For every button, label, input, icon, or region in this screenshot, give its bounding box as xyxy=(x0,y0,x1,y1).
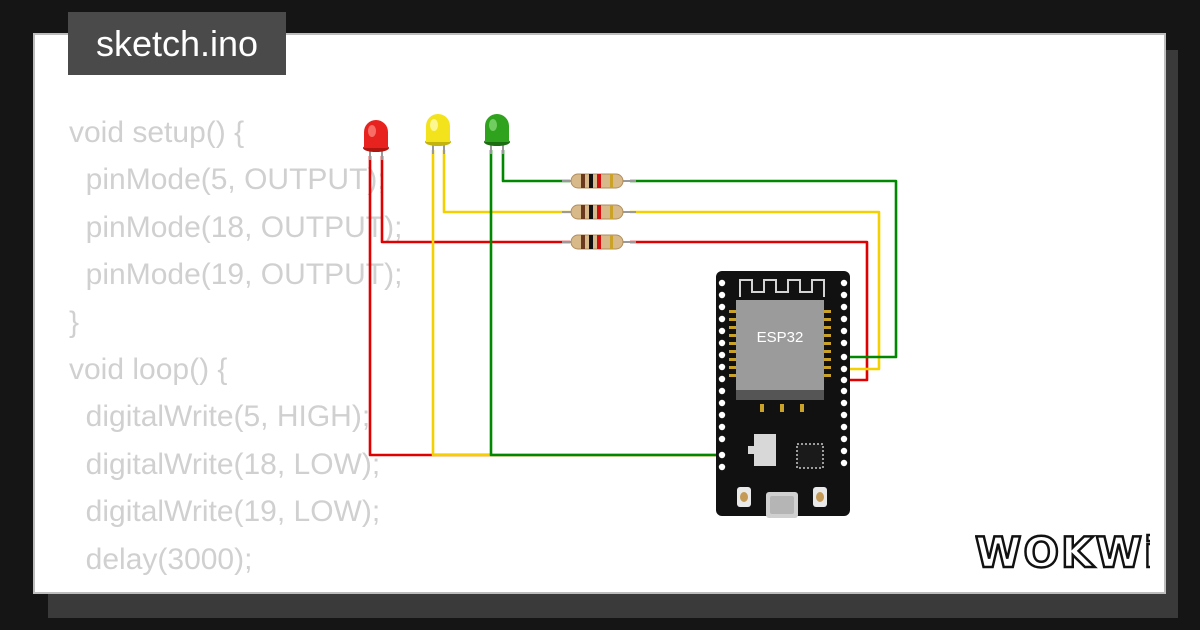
code-line: delay(3000); xyxy=(69,542,253,576)
code-line: void setup() { xyxy=(69,116,245,149)
code-editor-background: void setup() { pinMode(5, OUTPUT); pinMo… xyxy=(69,109,402,583)
code-line: digitalWrite(19, LOW); xyxy=(69,495,381,529)
wire-red-ground xyxy=(368,156,722,457)
wire-yellow-ground xyxy=(431,150,722,457)
chip-label: ESP32 xyxy=(757,329,804,346)
wire-green-ground xyxy=(489,150,722,457)
wire-red-gpio-board xyxy=(630,240,869,382)
pin-header-left xyxy=(718,279,726,471)
code-line: } xyxy=(69,305,80,339)
wire-green-gpio xyxy=(501,150,570,183)
led-yellow[interactable] xyxy=(425,114,451,154)
code-line: digitalWrite(18, LOW); xyxy=(69,447,381,481)
wokwi-logo-text: WOKWi xyxy=(975,528,1150,577)
led-red[interactable] xyxy=(363,120,389,160)
voltage-regulator xyxy=(754,434,776,466)
wire-green-gpio-board xyxy=(630,179,898,359)
wire-red-gpio xyxy=(380,156,570,244)
esp32-board[interactable]: ESP32 xyxy=(716,271,850,518)
wokwi-logo: WOKWi xyxy=(975,527,1150,577)
code-line: pinMode(5, OUTPUT); xyxy=(69,163,386,197)
resistor[interactable] xyxy=(562,234,636,250)
preview-card: void setup() { pinMode(5, OUTPUT); pinMo… xyxy=(33,33,1166,594)
resistor[interactable] xyxy=(562,173,636,189)
file-tab: sketch.ino xyxy=(68,12,286,75)
code-line: digitalWrite(5, HIGH); xyxy=(69,400,371,434)
usb-chip xyxy=(796,443,824,469)
wire-yellow-gpio-board xyxy=(630,210,881,371)
code-line: pinMode(19, OUTPUT); xyxy=(69,258,403,292)
pin-header-right xyxy=(840,279,848,467)
resistor[interactable] xyxy=(562,204,636,220)
antenna-trace xyxy=(739,279,825,297)
code-line: pinMode(18, OUTPUT); xyxy=(69,210,403,244)
led-green[interactable] xyxy=(484,114,510,154)
wire-yellow-gpio xyxy=(442,150,570,214)
code-line: void loop() { xyxy=(69,353,228,387)
